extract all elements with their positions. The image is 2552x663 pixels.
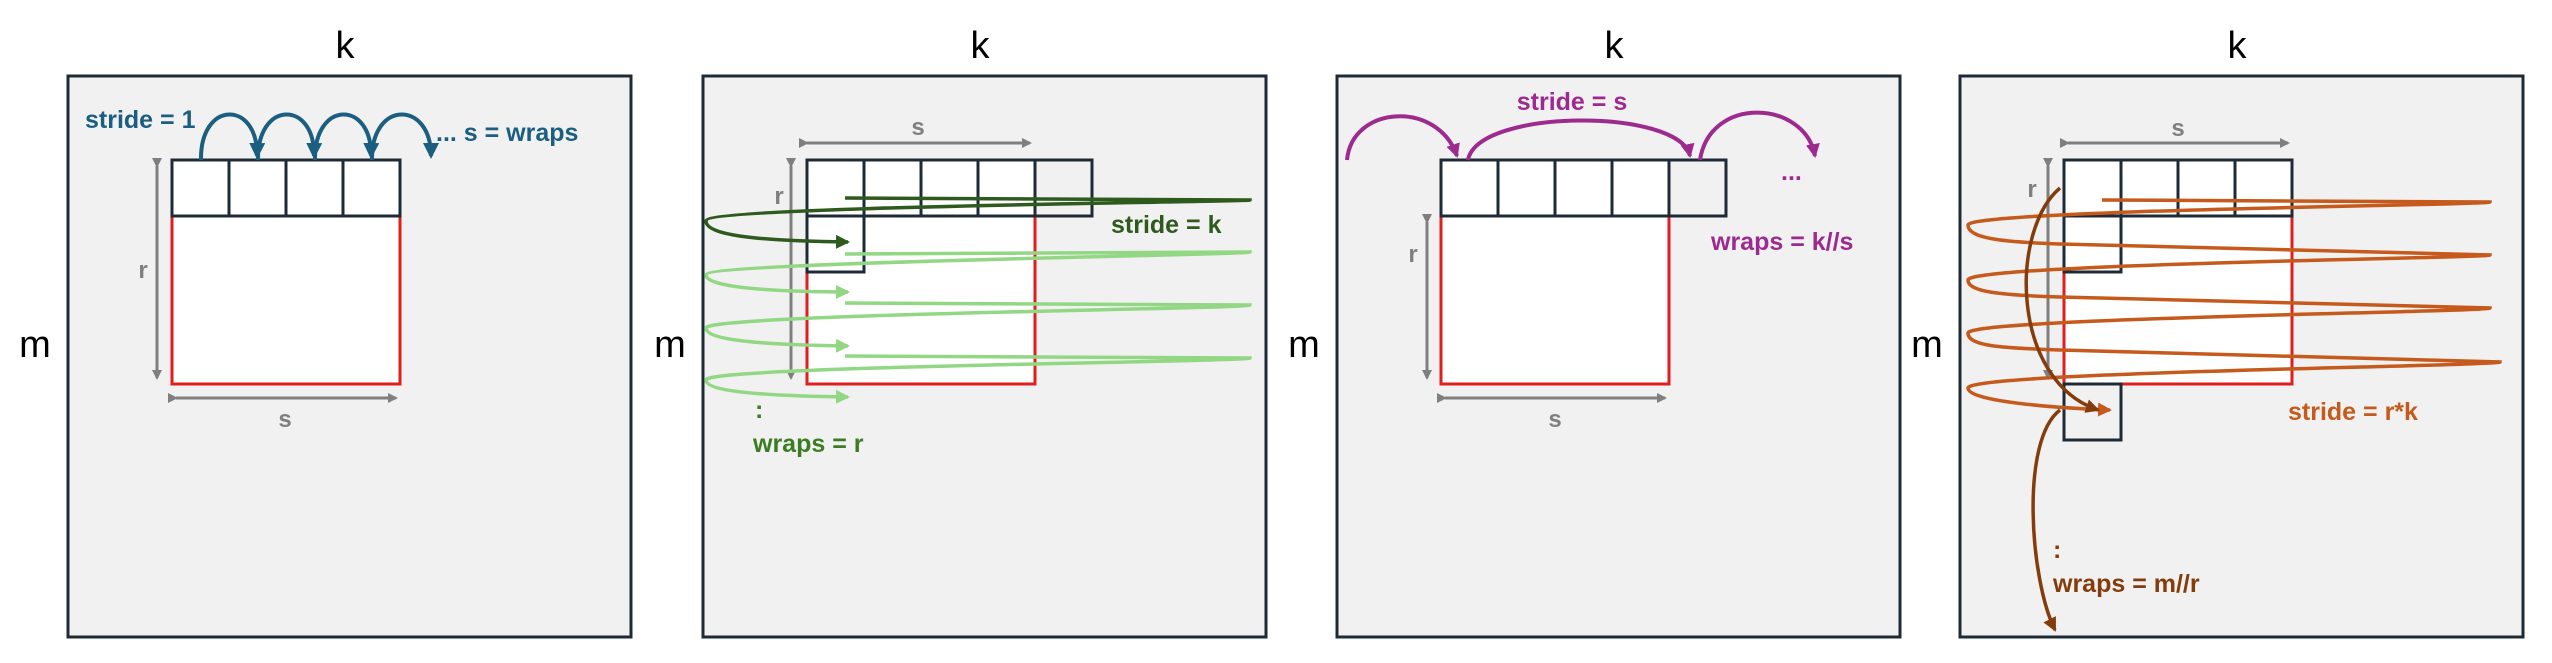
r-label: r (1408, 241, 1417, 268)
panel-1: k m r s stride = 1 ... s = wraps (19, 25, 633, 639)
top-label: k (971, 25, 991, 67)
r-label: r (774, 183, 783, 210)
panel-3: k m r s stride = s ... wraps = k//s (1288, 25, 1902, 639)
stride-hop-arrows (1345, 110, 1820, 161)
s-label: s (2171, 115, 2184, 142)
next-tile (2062, 382, 2123, 442)
stride-label: stride = k (1111, 211, 1222, 239)
side-label: m (1288, 324, 1320, 366)
stride-hop-arrows (198, 112, 439, 161)
stride-label: stride = 1 (85, 106, 196, 134)
r-label: r (138, 257, 147, 284)
column-tile (805, 214, 866, 274)
top-label: k (336, 25, 356, 67)
wraps-label: wraps = k//s (1710, 228, 1853, 256)
panel-2: k m s r stride = k : wraps = r (654, 25, 1268, 639)
tile-row (805, 158, 1094, 218)
continuation-arrow (2031, 408, 2062, 632)
wrap-arrows (704, 250, 1253, 404)
top-label: k (2228, 25, 2248, 67)
panel-4: k m s r stride = r*k : wraps = m//r (1911, 25, 2525, 639)
stride-jump-arrow (2024, 186, 2100, 413)
top-label: k (1605, 25, 1625, 67)
colon-label: : (2053, 536, 2061, 564)
side-label: m (19, 324, 51, 366)
wraps-label: wraps = m//r (2052, 570, 2200, 598)
r-label: r (2027, 176, 2036, 203)
ellipsis-label: ... (1781, 158, 1802, 186)
row-wrap-arrow (1966, 198, 2502, 417)
side-label: m (654, 324, 686, 366)
s-label: s (278, 406, 291, 433)
wraps-label: wraps = r (752, 430, 864, 458)
stride-label: stride = r*k (2288, 398, 2418, 426)
wraps-label: ... s = wraps (436, 119, 578, 147)
s-label: s (911, 114, 924, 141)
side-label: m (1911, 324, 1943, 366)
stride-label: stride = s (1517, 88, 1627, 116)
s-label: s (1548, 406, 1561, 433)
colon-label: : (755, 396, 763, 424)
stride-wrap-arrow (704, 196, 1253, 249)
